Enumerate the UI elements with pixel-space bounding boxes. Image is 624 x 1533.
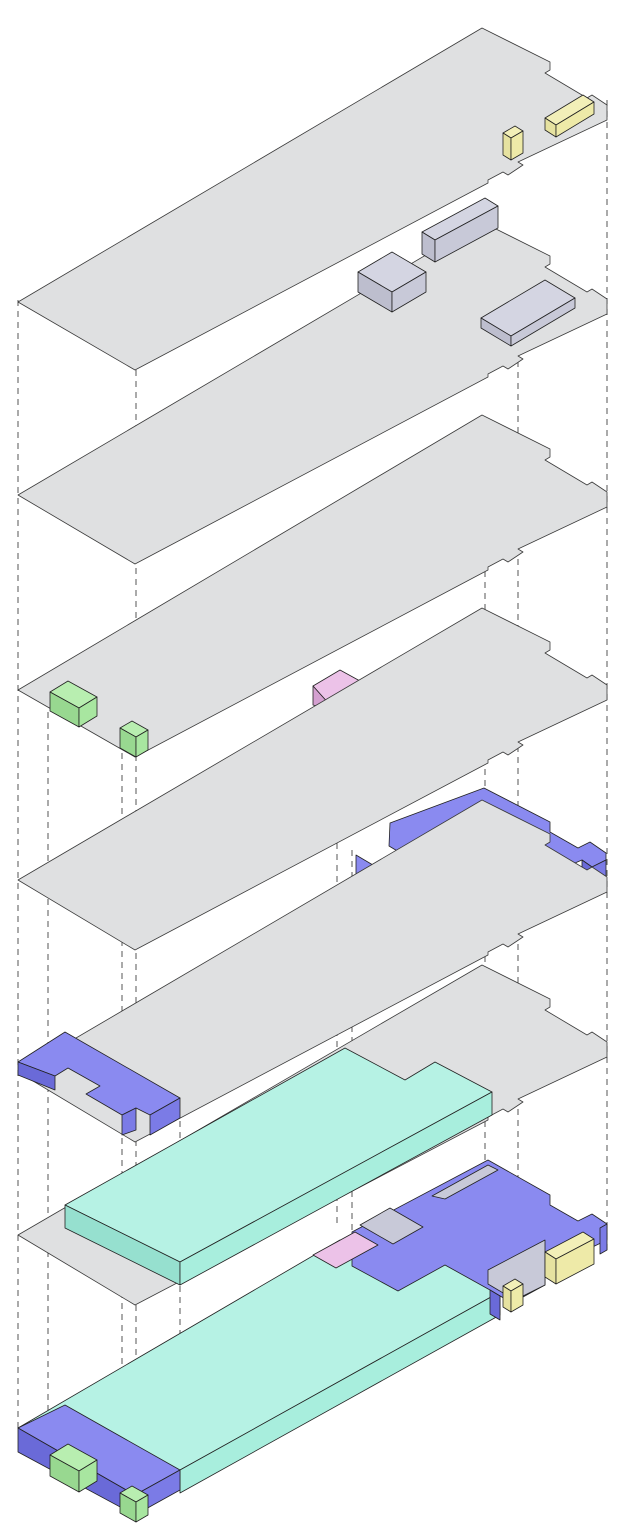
layer-3 <box>17 414 608 758</box>
layer-plate <box>17 607 608 951</box>
layer-1 <box>17 27 608 371</box>
layer-plate <box>17 799 608 1143</box>
gray-chip <box>480 279 576 347</box>
green-module-small <box>119 1485 149 1523</box>
green-module-small <box>119 720 149 758</box>
layer-plate <box>17 414 608 758</box>
green-module-large <box>49 1443 98 1493</box>
yellow-connector-small <box>502 125 524 161</box>
blue-board-left <box>17 1031 181 1136</box>
gray-chip <box>357 251 427 313</box>
yellow-connector-large <box>544 1231 595 1285</box>
blue-board-right <box>351 1159 608 1321</box>
green-module-large <box>49 680 98 728</box>
teal-battery <box>64 1047 493 1286</box>
pink-module <box>312 1231 379 1269</box>
yellow-connector-large <box>544 94 595 138</box>
layer-5 <box>17 799 608 1143</box>
yellow-connector-small <box>502 1278 524 1313</box>
gray-chip <box>421 197 499 263</box>
layer-plate <box>17 27 608 371</box>
layer-plate <box>17 221 608 565</box>
layer-6 <box>17 964 608 1306</box>
layer-7 <box>17 1159 608 1523</box>
layer-2 <box>17 197 608 565</box>
